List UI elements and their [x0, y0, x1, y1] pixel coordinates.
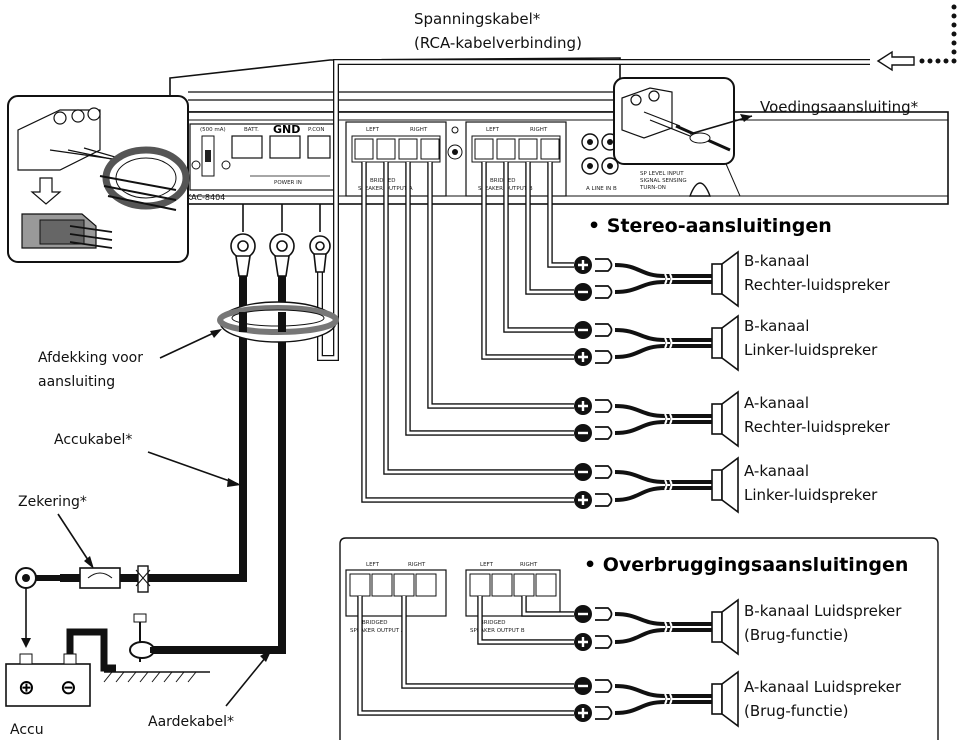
bridge-speaker-2-line2: (Brug-functie) [744, 702, 848, 720]
bridge-speaker-1-line1: B-kanaal Luidspreker [744, 602, 902, 620]
bridge-header: • Overbruggingsaansluitingen [584, 554, 908, 576]
rca-inputs: A LINE IN B SP LEVEL INPUT SIGNAL SENSIN… [581, 133, 687, 192]
terminal-inset-right [613, 77, 753, 165]
a-bridged-label: BRIDGED [370, 178, 395, 184]
power-terminal-label: Voedingsaansluiting* [760, 98, 919, 116]
amp-model: KAC-8404 [186, 193, 225, 202]
batt-terminal [231, 135, 263, 159]
bridge-speaker-2-line1: A-kanaal Luidspreker [744, 678, 902, 696]
amplifier: (500 mA) BATT. GND P.CON POWER IN KAC-84… [169, 57, 949, 205]
stereo-speaker-1-line2: Rechter-luidspreker [744, 276, 891, 294]
stereo-speaker-4-line2: Linker-luidspreker [744, 486, 878, 504]
fuse-and-battery: ⊕ ⊖ [5, 565, 210, 707]
battery [5, 663, 91, 707]
gnd-label: GND [273, 123, 300, 136]
stereo-speaker-2-line2: Linker-luidspreker [744, 341, 878, 359]
svg-text:⊕: ⊕ [18, 675, 35, 699]
a-right-label: RIGHT [410, 127, 428, 133]
sp-level-label: SP LEVEL INPUT [640, 171, 684, 177]
signal-sensing-label: SIGNAL SENSING [640, 178, 687, 184]
turn-on-label: TURN-ON [639, 185, 666, 191]
stereo-header: • Stereo-aansluitingen [588, 215, 832, 237]
pcon-label: P.CON [308, 127, 325, 133]
svg-text:⊖: ⊖ [60, 675, 77, 699]
bridge-a-output-label: SPEAKER OUTPUT A [350, 628, 405, 634]
stereo-speaker-3-line1: A-kanaal [744, 394, 809, 412]
bridged-section: LEFT RIGHT BRIDGED SPEAKER OUTPUT A LEFT… [339, 537, 939, 740]
stereo-speaker-2-line1: B-kanaal [744, 317, 809, 335]
stereo-speaker-b-left [574, 314, 739, 372]
power-in-label: POWER IN [274, 180, 302, 186]
rca-connection-label: (RCA-kabelverbinding) [414, 34, 582, 52]
stereo-speaker-b-right [574, 250, 739, 308]
b-left-label: LEFT [486, 127, 500, 133]
terminal-cover-label-2: aansluiting [38, 374, 115, 390]
stereo-wiring-inner [362, 162, 574, 502]
power-cable-label: Spanningskabel* [414, 10, 541, 28]
bridge-b-left-label: LEFT [480, 562, 494, 568]
battery-cable-label: Accukabel* [54, 432, 132, 448]
stereo-speaker-3-line2: Rechter-luidspreker [744, 418, 891, 436]
batt-label: BATT. [244, 127, 259, 133]
fuse-label: Zekering* [18, 494, 87, 510]
terminal-cover-label-1: Afdekking voor [38, 350, 143, 366]
b-bridged-label: BRIDGED [490, 178, 515, 184]
ground-cable-label: Aardekabel* [148, 714, 234, 730]
rca-arrow [876, 4, 957, 72]
bridge-b-right-label: RIGHT [520, 562, 538, 568]
bridge-a-right-label: RIGHT [408, 562, 426, 568]
svg-text:(500 mA): (500 mA) [200, 127, 226, 133]
battery-label: Accu [10, 722, 44, 738]
bridge-speaker-1-line2: (Brug-functie) [744, 626, 848, 644]
stereo-speaker-a-left [574, 456, 739, 514]
stereo-speaker-4-line1: A-kanaal [744, 462, 809, 480]
line-in-label: A LINE IN B [586, 186, 617, 192]
bridge-a-left-label: LEFT [366, 562, 380, 568]
power-wiring [60, 59, 870, 654]
stereo-speaker-1-line1: B-kanaal [744, 252, 809, 270]
fuse-holder [79, 567, 121, 589]
bridge-b-bridged-label: BRIDGED [480, 620, 505, 626]
stereo-speaker-a-right [574, 390, 739, 448]
a-left-label: LEFT [366, 127, 380, 133]
bridge-b-output-label: SPEAKER OUTPUT B [470, 628, 525, 634]
gnd-terminal [269, 135, 301, 159]
bridge-a-bridged-label: BRIDGED [362, 620, 387, 626]
b-right-label: RIGHT [530, 127, 548, 133]
pcon-terminal [307, 135, 331, 159]
terminal-inset-left [7, 95, 190, 263]
